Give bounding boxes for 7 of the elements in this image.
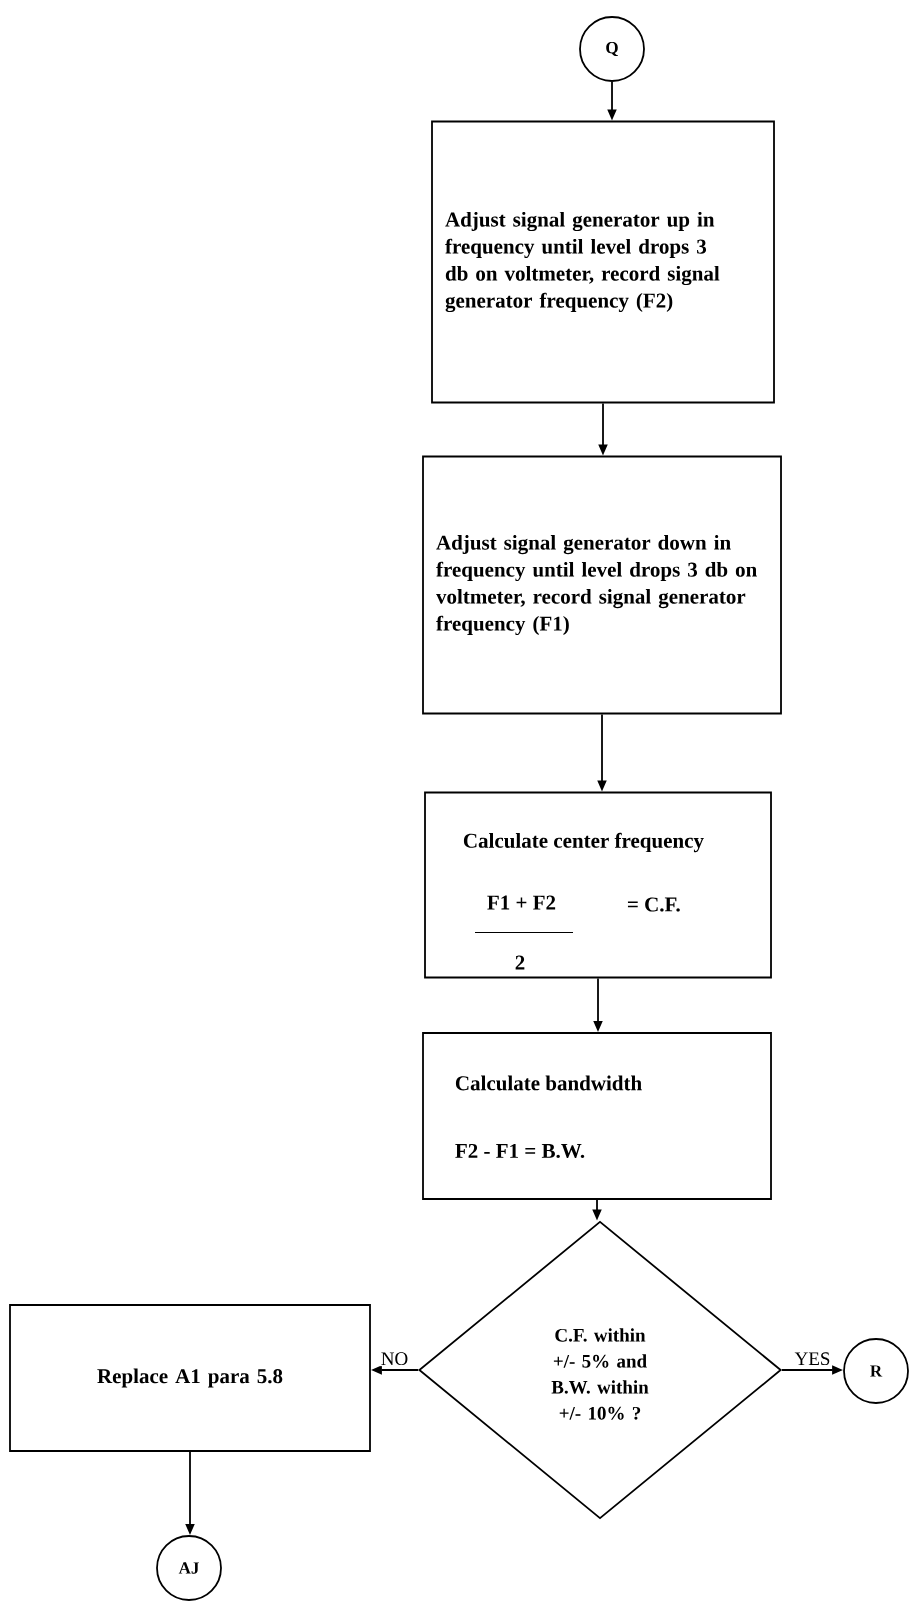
process-box: Calculate center frequency F1 + F2 2 = C.F. — [424, 791, 772, 979]
edge-label: NO — [379, 1351, 410, 1367]
process-box: Calculate bandwidth F2 - F1 = B.W. — [422, 1032, 772, 1200]
process-box: Adjust signal generator down in frequency until level drops 3 db on voltmeter, record signal generator frequency (F1) — [422, 455, 782, 715]
process-box: Adjust signal generator up in frequency until level drops 3 db on voltmeter, record signal generator frequency (F2) — [431, 120, 775, 404]
process-box: Replace A1 para 5.8 — [9, 1304, 371, 1452]
edge-label: YES — [793, 1351, 832, 1367]
